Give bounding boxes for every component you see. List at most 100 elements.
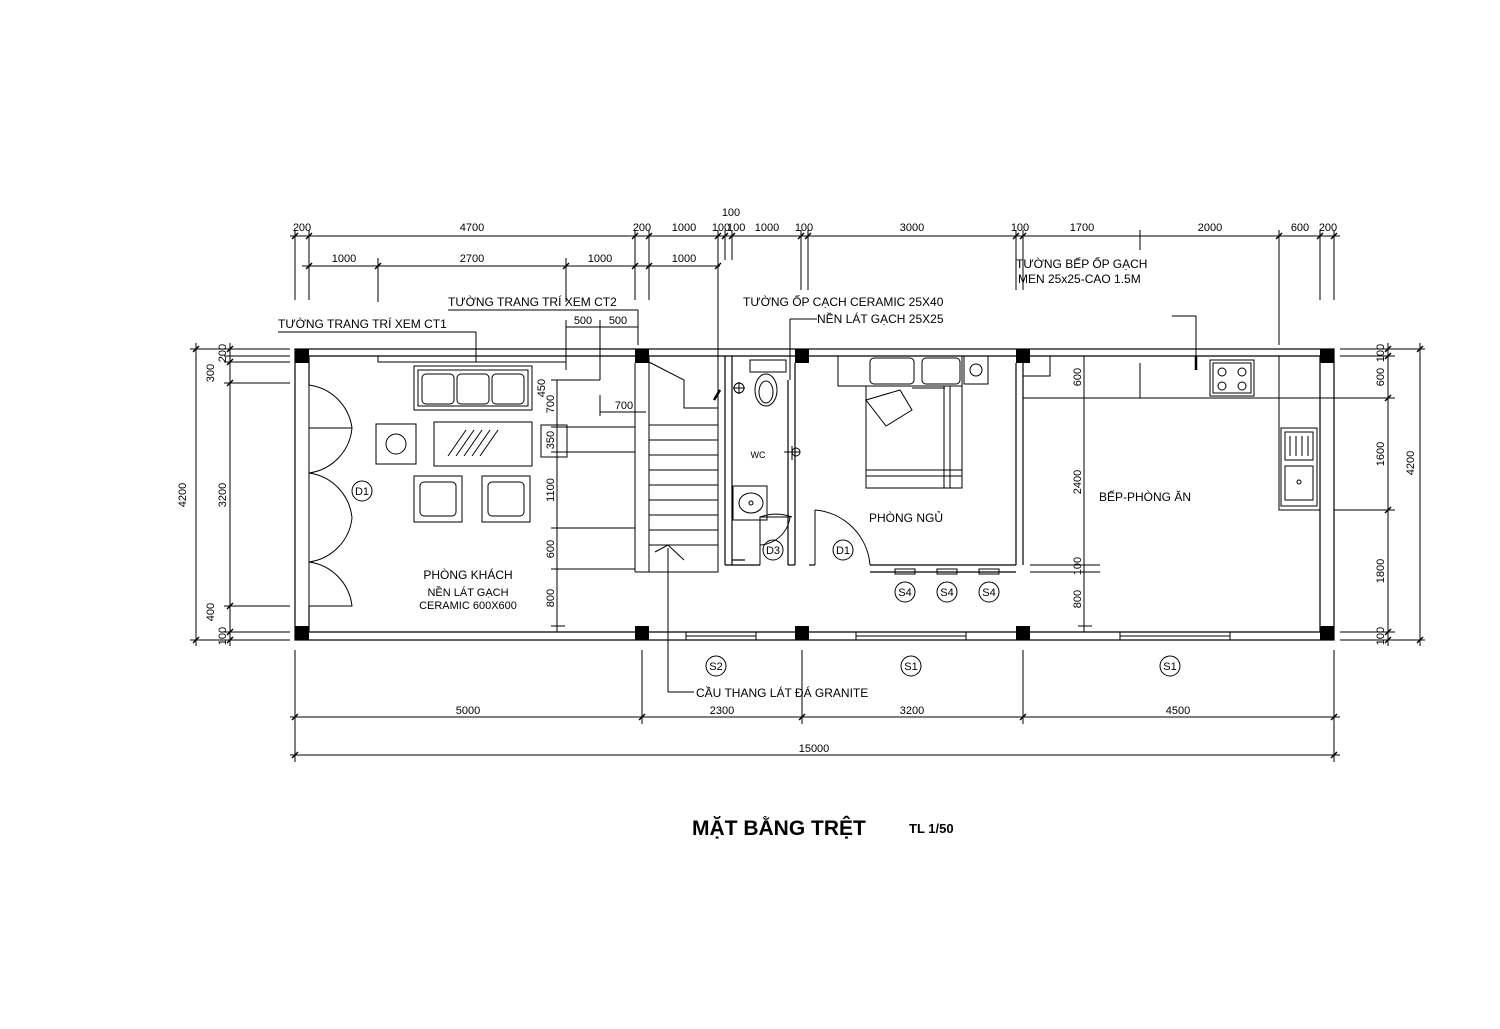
dim-left-1: 200 <box>217 344 229 362</box>
dim-right-total: 4200 <box>1405 451 1417 475</box>
kitchen-counter <box>1022 355 1320 511</box>
living-inner-dimensions: 500 500 700 450 700 350 1100 600 800 <box>536 315 646 632</box>
dim-top-2: 4700 <box>460 222 484 234</box>
dim-top-4: 1000 <box>672 222 696 234</box>
dim-top-7: 1000 <box>755 222 779 234</box>
decor-wall-ct1 <box>377 355 567 363</box>
wc-room <box>724 356 796 566</box>
note-ct1: TƯỜNG TRANG TRÍ XEM CT1 <box>278 316 447 331</box>
dim-top-8: 100 <box>795 222 813 234</box>
dim-kitchen-1: 600 <box>1072 368 1084 386</box>
drawing-scale: TL 1/50 <box>909 821 954 836</box>
shower-fixture <box>733 382 801 460</box>
living-floor-note-2: CERAMIC 600X600 <box>419 600 517 612</box>
door-swing-d3 <box>759 516 791 565</box>
dim-top-9: 3000 <box>900 222 924 234</box>
dim-right-5: 100 <box>1375 627 1387 645</box>
dim-inner-1: 500 <box>574 315 592 327</box>
note-ceramic-wall: TƯỜNG ỐP CẠCH CERAMIC 25X40 <box>743 294 944 309</box>
dim-kitchen-2: 2400 <box>1072 470 1084 494</box>
top-dimension-lines <box>290 230 1340 395</box>
dim-inner-9: 800 <box>545 589 557 607</box>
dim-top-r2-3: 1000 <box>588 253 612 265</box>
dim-inner-7: 1100 <box>545 478 557 502</box>
coffee-table <box>433 421 533 467</box>
dim-left-total: 4200 <box>177 483 189 507</box>
dim-top-11: 1700 <box>1070 222 1094 234</box>
double-bed <box>837 355 963 489</box>
armchairs <box>413 475 531 523</box>
dim-bottom-3: 3200 <box>900 705 924 717</box>
note-floor-wc: NỀN LÁT GẠCH 25X25 <box>817 311 944 326</box>
dim-top-r2-4: 1000 <box>672 253 696 265</box>
dim-left-3: 3200 <box>217 483 229 507</box>
note-kitchen-wall-2: MEN 25x25-CAO 1.5M <box>1018 272 1141 286</box>
dim-inner-4: 450 <box>536 379 548 397</box>
sofa-set <box>413 365 533 411</box>
dim-top-5: 100 <box>712 222 730 234</box>
door-tag-d1-bedroom: D1 <box>832 539 854 561</box>
dim-top-6: 100 <box>727 222 745 234</box>
bedroom-walls <box>809 363 1024 573</box>
dim-inner-6: 350 <box>545 431 557 449</box>
dim-top-13: 600 <box>1291 222 1309 234</box>
dim-bottom-4: 4500 <box>1166 705 1190 717</box>
dim-bottom-2: 2300 <box>710 705 734 717</box>
room-label-kitchen: BẾP-PHÒNG ĂN <box>1099 489 1191 504</box>
right-dimension-lines: 100 600 1600 1800 100 4200 <box>1290 343 1425 646</box>
structural-columns <box>295 349 1334 640</box>
main-entrance-doors <box>308 384 353 607</box>
dim-right-3: 1600 <box>1375 442 1387 466</box>
kitchen-sink <box>1280 427 1318 507</box>
dim-right-1: 100 <box>1375 344 1387 362</box>
room-label-wc: WC <box>751 450 766 460</box>
staircase <box>634 355 722 573</box>
dim-kitchen-3: 100 <box>1072 557 1084 575</box>
living-floor-note-1: NỀN LÁT GẠCH <box>427 586 508 599</box>
cooktop <box>1209 359 1255 397</box>
dim-inner-3: 700 <box>615 400 633 412</box>
room-label-living: PHÒNG KHÁCH <box>423 567 512 582</box>
front-windows <box>685 631 1231 641</box>
dim-top-r2-2: 2700 <box>460 253 484 265</box>
svg-text:D1: D1 <box>836 545 850 557</box>
dim-kitchen-4: 800 <box>1072 590 1084 608</box>
dim-top-12: 2000 <box>1198 222 1222 234</box>
window-tag-s2: S2 <box>709 661 722 673</box>
dim-inner-8: 600 <box>545 540 557 558</box>
dim-right-2: 600 <box>1375 368 1387 386</box>
dim-top-extra: 100 <box>722 207 740 219</box>
dim-top-1: 200 <box>293 222 311 234</box>
window-tag-s4-2: S4 <box>940 587 953 599</box>
window-tag-s1-1: S1 <box>904 661 917 673</box>
note-stair: CẦU THANG LÁT ĐÁ GRANITE <box>696 685 868 700</box>
dim-left-5: 100 <box>217 627 229 645</box>
dim-inner-2: 500 <box>609 315 627 327</box>
note-kitchen-wall-1: TƯỜNG BẾP ỐP GẠCH <box>1016 256 1147 271</box>
dim-top-10: 100 <box>1011 222 1029 234</box>
dim-inner-5: 700 <box>545 395 557 413</box>
left-dimension-lines: 4200 200 300 3200 400 100 <box>177 343 290 646</box>
dim-left-4: 400 <box>205 603 217 621</box>
dim-bottom-total: 15000 <box>799 743 830 755</box>
toilet <box>749 359 787 407</box>
room-label-bedroom: PHÒNG NGỦ <box>869 510 943 525</box>
bottom-dimension-lines: 5000 2300 3200 4500 15000 <box>290 650 1340 762</box>
dim-top-14: 200 <box>1319 222 1337 234</box>
window-tag-s4-3: S4 <box>982 587 995 599</box>
annotation-notes: TƯỜNG TRANG TRÍ XEM CT1 TƯỜNG TRANG TRÍ … <box>278 256 1197 700</box>
svg-text:D1: D1 <box>355 486 369 498</box>
window-tags-s4: S4 S4 S4 <box>894 568 1000 603</box>
dim-top-3: 200 <box>633 222 651 234</box>
drawing-title: MẶT BẰNG TRỆT <box>692 816 866 840</box>
door-swing-d1-bedroom <box>814 509 871 566</box>
note-ct2: TƯỜNG TRANG TRÍ XEM CT2 <box>448 294 617 309</box>
wash-basin <box>732 485 768 521</box>
dim-bottom-1: 5000 <box>456 705 480 717</box>
door-tag-d1-living: D1 <box>351 480 373 502</box>
nightstand <box>963 355 989 385</box>
window-tag-s1-2: S1 <box>1163 661 1176 673</box>
window-tags-front: S2 S1 S1 <box>705 655 1181 677</box>
dim-left-2: 300 <box>205 364 217 382</box>
